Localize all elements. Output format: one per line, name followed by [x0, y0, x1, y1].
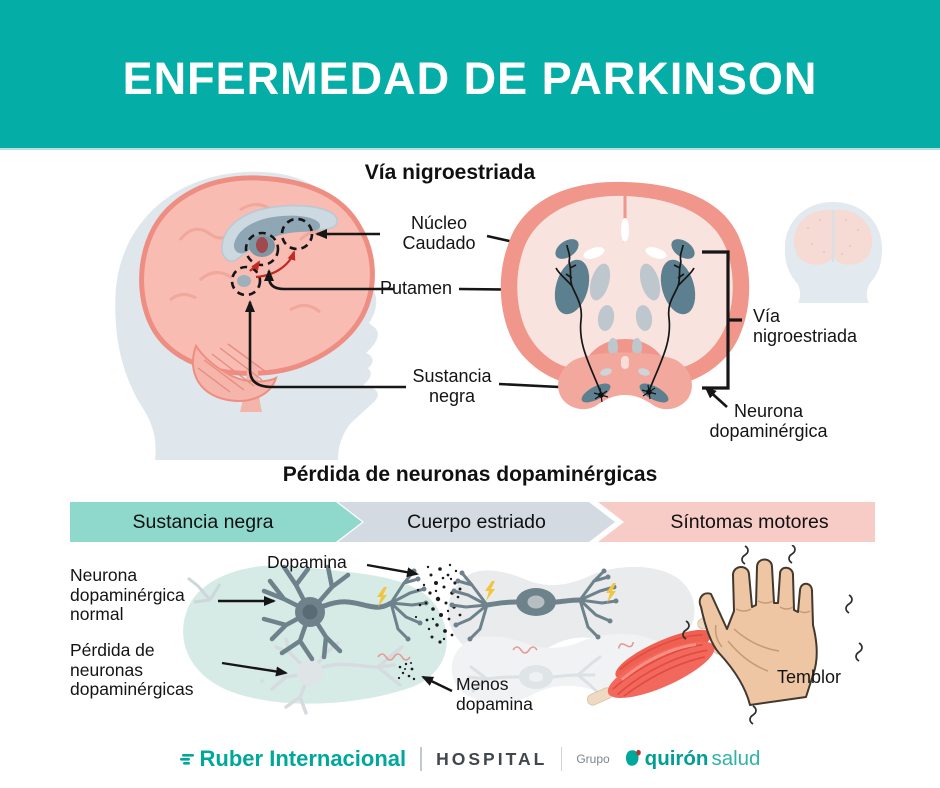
label-putamen: Putamen [379, 278, 453, 298]
flow-step-label: Sustancia negra [132, 510, 274, 533]
via-nigroestriada-illustration [115, 171, 883, 460]
label-neurona-normal: Neurona dopaminérgica normal [70, 565, 185, 625]
hypothalamus-left [608, 338, 618, 356]
ruber-internacional-logo: Ruber Internacional [179, 746, 407, 772]
cerebellum [192, 343, 278, 402]
label-temblor: Temblor [776, 667, 842, 687]
page-title: ENFERMEDAD DE PARKINSON [122, 53, 818, 104]
flow-step-label: Síntomas motores [670, 510, 829, 533]
ghost-nucleus [529, 672, 543, 682]
lateral-ventricle-right [645, 247, 667, 259]
third-ventricle [621, 218, 629, 242]
quiron-logo-text-bold: quirón [644, 747, 709, 770]
nigrostriatal-fibers [555, 244, 695, 394]
neuron-loss-illustration [183, 545, 863, 725]
nigra-neuron-glyphs [593, 384, 657, 403]
cerebellum-hatching [197, 343, 267, 393]
tremor-squiggles [682, 545, 863, 725]
head-profile-illustration [115, 171, 378, 460]
healthy-neuron [261, 564, 429, 662]
arrow-putamen-left [264, 269, 394, 291]
grupo-label: Grupo [576, 752, 610, 766]
hospital-logo-text: HOSPITAL [436, 748, 548, 769]
arrow-nigra-left [245, 300, 406, 389]
tremor-signal-squiggles [377, 641, 635, 661]
dendrite-tips [262, 565, 350, 661]
dashed-highlight-circles [230, 217, 314, 297]
signal-bolt-icons [377, 581, 616, 607]
flow-step-sustancia-negra: Sustancia negra [70, 502, 362, 542]
arrow-perdida-neuronas [221, 661, 288, 677]
axon [321, 599, 394, 610]
label-perdida-neuronas: Pérdida de neuronas dopaminérgicas [70, 640, 194, 700]
ruber-logo-icon [179, 754, 194, 765]
aqueduct [621, 356, 629, 369]
midbrain-gray-spot [638, 368, 650, 376]
reduced-dopamine-dots [397, 662, 416, 681]
receiving-dendrite-tips [449, 570, 473, 642]
faded-soma [297, 660, 323, 686]
globus-pallidus-left [589, 263, 611, 301]
putamen-dashed-circle [244, 231, 280, 267]
section-title-perdida-neuronas: Pérdida de neuronas dopaminérgicas [282, 463, 658, 486]
flow-step-cuerpo-estriado: Cuerpo estriado [338, 502, 615, 542]
quiron-logo-text-light: salud [711, 747, 761, 770]
receiving-neuron [449, 568, 619, 642]
globus-pallidus-right [639, 263, 661, 301]
substantia-nigra-lateral [237, 275, 251, 287]
nucleus [302, 604, 318, 620]
ruber-logo-text: Ruber Internacional [199, 746, 407, 771]
label-via-nigroestriada: Vía nigroestriada [753, 306, 858, 347]
ghost-receiving-neuron [467, 655, 602, 695]
header-banner: ENFERMEDAD DE PARKINSON [0, 0, 940, 148]
section2-label-arrows [218, 563, 453, 693]
midbrain-gray-spot [600, 368, 612, 376]
hypothalamus-right [632, 338, 642, 356]
footer-divider [420, 747, 423, 771]
label-nucleo-caudado: Núcleo Caudado [402, 213, 476, 254]
label-neurona-dopaminergica: Neurona dopaminérgica [709, 401, 828, 442]
quironsalud-logo-icon [625, 749, 641, 766]
caudate-dashed-circle [280, 217, 314, 251]
hand-illustration [682, 545, 863, 725]
thalamus-left [597, 305, 615, 331]
arrow-neurona-dopaminergica [704, 386, 728, 408]
cerebrum-interior [517, 195, 733, 368]
label-dopamina: Dopamina [267, 552, 347, 572]
flow-step-label: Cuerpo estriado [407, 510, 546, 533]
section-title-via-nigroestriada: Vía nigroestriada [364, 161, 536, 184]
flow-step-sintomas-motores: Síntomas motores [598, 502, 875, 542]
degenerated-neuron [187, 576, 602, 715]
footer-divider [561, 747, 563, 771]
brain-lateral [139, 175, 375, 376]
arrow-dopamina [366, 563, 419, 578]
label-sustancia-negra: Sustancia negra [412, 366, 492, 407]
footer-logos: Ruber Internacional HOSPITAL Grupo quiró… [0, 742, 940, 776]
head-back-icon [784, 202, 883, 303]
hand-creases [714, 600, 811, 672]
thalamus-right [635, 305, 653, 331]
red-nucleus-spot [256, 237, 268, 253]
receiving-dendrites [450, 571, 489, 641]
brain-texture-dots [807, 219, 859, 255]
coronal-brain-section [500, 181, 750, 410]
receiving-nucleus [527, 595, 545, 609]
lateral-ventricle-left [583, 247, 605, 259]
via-nigroestriada-bracket [702, 250, 742, 390]
dopamine-projection-arrows [249, 250, 296, 279]
nigra-dashed-circle [230, 265, 262, 297]
label-menos-dopamina: Menos dopamina [456, 674, 533, 714]
arrow-menos-dopamina [421, 675, 453, 693]
